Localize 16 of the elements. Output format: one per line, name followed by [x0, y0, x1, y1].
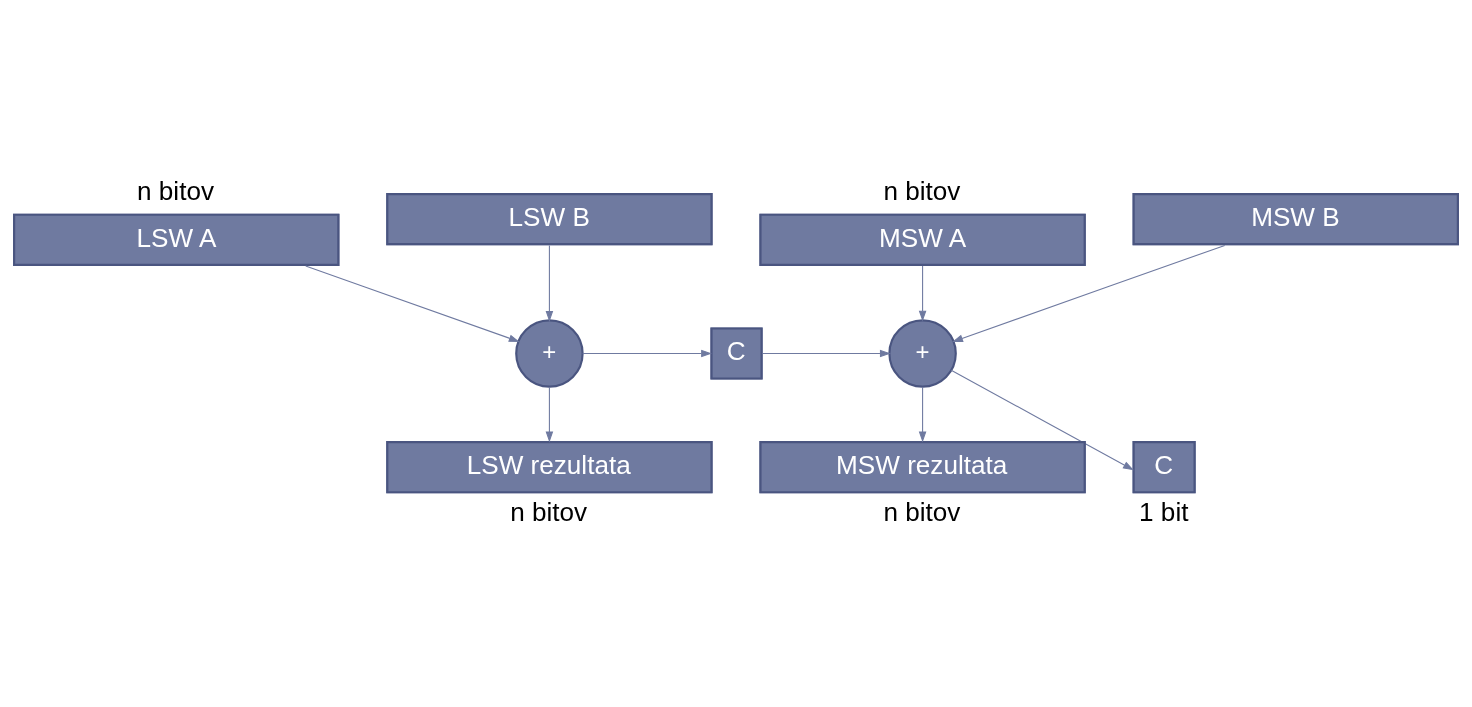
- arrow: [545, 386, 554, 443]
- arrow: [582, 349, 713, 358]
- node-label: 1 bit: [1139, 496, 1189, 527]
- arrow: [950, 369, 1134, 471]
- arrow: [952, 244, 1226, 342]
- node-circle: +: [515, 319, 584, 388]
- node-label: n bitov: [510, 496, 588, 527]
- arrow: [918, 386, 927, 443]
- node-label: n bitov: [883, 496, 961, 527]
- node-label: n bitov: [137, 175, 215, 206]
- arrow: [762, 349, 891, 358]
- arrow: [918, 265, 927, 322]
- arrow: [545, 244, 554, 322]
- node-label: n bitov: [883, 175, 961, 206]
- node-circle: +: [888, 319, 957, 388]
- arrow: [305, 265, 520, 342]
